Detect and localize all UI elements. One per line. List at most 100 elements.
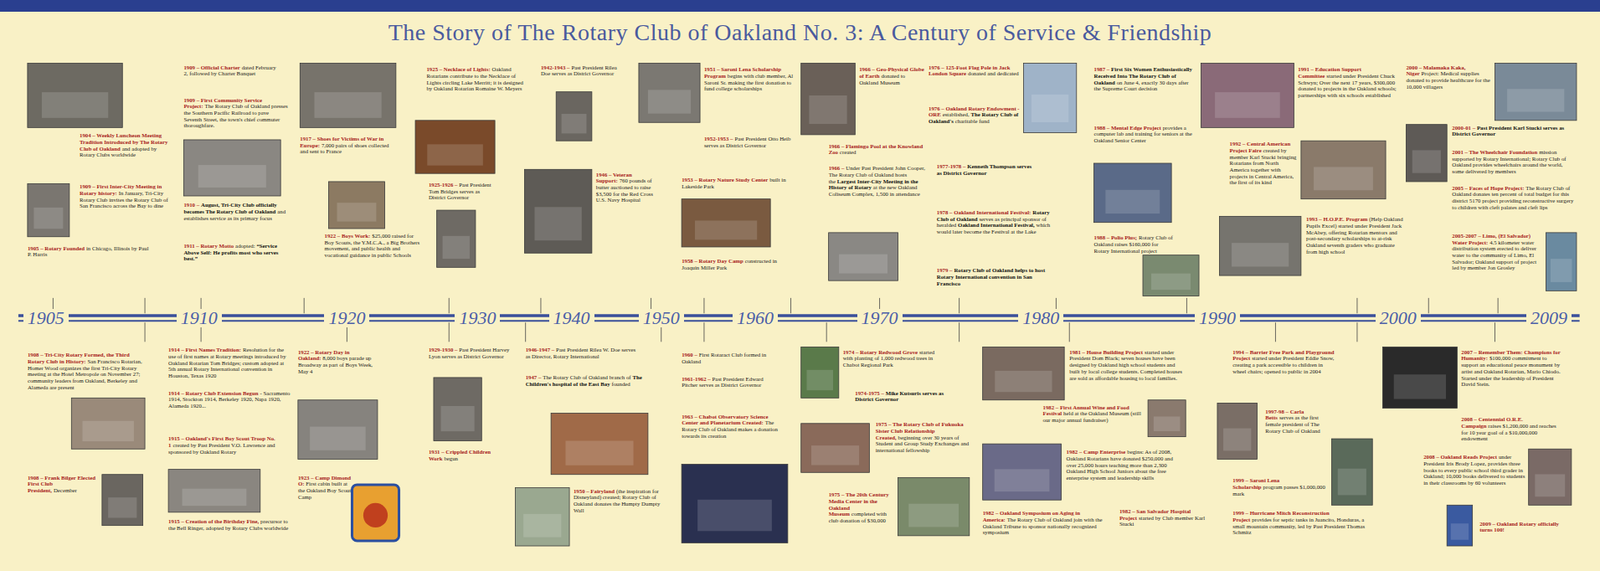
decade-label: 1990 [1194,308,1240,328]
photo-frame [1219,216,1302,276]
photo [1446,504,1472,546]
entry-heading: 1961-1962 – [681,375,711,382]
entry-heading: 1953 – Rotary Nature Study Center [681,176,768,183]
timeline-entry: 1997-98 – Carla Bettsserves as the first… [1265,408,1331,435]
photo-detail [41,92,109,119]
photo-detail [1313,166,1374,191]
photo-detail [1153,416,1181,432]
timeline-entry: 1977-1978 –Kenneth Thompson serves as Di… [936,163,1035,176]
photo [982,443,1062,500]
photo-detail [198,164,267,188]
photo-detail [1450,523,1469,541]
entry-emphasis: Oakland International Festival, [957,221,1035,228]
photo-frame [681,199,771,247]
timeline-entry: 1975 – The Rotary Club of Fukuoka Sister… [875,421,978,453]
entry-heading: 1952-1953 – [704,135,734,142]
leader-line [448,298,450,314]
entry-text: begun [443,455,458,462]
leader-line [826,322,828,342]
photo [898,477,970,536]
photo-frame [298,400,378,460]
photo-frame [183,139,281,196]
photo [524,169,592,253]
photo [1301,140,1386,199]
photo [437,210,476,268]
entry-heading: 1950 – Fairyland [573,488,615,494]
timeline-entry: 1961-1962 –Past President Edward Pitcher… [681,375,774,389]
photo [801,423,870,474]
timeline-entry: 2000-01 –Past President Karl Stucki serv… [1451,124,1564,138]
leader-line [1497,298,1499,314]
photo-detail [313,92,381,119]
photo-frame [1147,400,1186,438]
timeline-entry: 2008 – Oakland Reads Projectunder Presid… [1423,453,1526,486]
entry-heading: 2008 – Oakland Reads Project [1423,453,1498,460]
entry-text: donated and dedicated [967,70,1019,77]
decade-label: 1930 [454,308,500,328]
entry-heading: 1905 – Rotary Founded [27,245,85,252]
photo-detail [994,468,1050,492]
entry-heading: 1981 – House Building Project [1069,349,1143,355]
timeline-entry: 1982 – First Annual Wine and Food Festiv… [1043,404,1146,424]
photo [27,63,123,129]
photo [828,232,899,281]
timeline-entry: 1960 –First Rotaract Club formed in Oakl… [681,351,774,365]
photo-detail [1223,428,1251,452]
entry-text: adopted: [235,242,255,249]
timeline-entry: 1992 – Central American Project Fairecre… [1229,140,1300,186]
photo [801,346,839,398]
timeline-entry: 1904 – Weekly Luncheon Meeting Tradition… [79,132,174,159]
timeline-entry: 1914 – Rotary Club Extension Begun- Sacr… [168,390,291,410]
timeline-entry: 1974-1975 –Mike Kutsuris serves as Distr… [854,390,949,403]
timeline-entry: 1975 – The 20th Century Media Center in … [828,491,895,524]
entry-heading: 1988 – Mental Edge Project [1094,124,1162,131]
photo-detail [648,89,691,114]
photo-detail [811,445,860,465]
photo-frame [555,92,592,142]
photo-detail [994,370,1052,392]
timeline-entry: 2000 – Malamaka Kaka, NigerProject: Medi… [1405,64,1493,91]
entry-heading: 1946-1947 – [525,346,556,353]
timeline-entry: 1981 – House Building Projectstarted und… [1069,349,1184,381]
entry-heading: 1966 – [828,164,845,171]
timeline-entry: 1922 – Rotary Day in Oakland:8,000 boys … [298,349,382,376]
photo [1494,63,1577,121]
photo-detail [1151,273,1191,291]
photo-frame [638,63,700,124]
photo [1217,402,1258,459]
photo-frame [415,120,495,174]
leader-line [144,298,146,314]
timeline-entry: 1987 –First Six Women Enthusiastically R… [1094,66,1197,93]
timeline-entry: 1910 –August, Tri-City Club officially b… [183,201,288,222]
photo-frame [982,443,1062,500]
leader-line [1356,322,1358,342]
photo-detail [565,441,633,466]
decade-label: 1980 [1018,308,1064,328]
photo [1382,346,1457,408]
photo-detail [908,504,959,528]
timeline-entry: 1976 – 125-Foot Flag Pole in Jack London… [928,64,1021,78]
timeline-line [18,313,1580,318]
entry-heading: 1988 – Polio Plus; [1094,234,1138,241]
entry-heading: 1925-1926 – [428,181,458,188]
photo [638,63,700,124]
photo-detail [441,406,475,432]
decade-label: 2000 [1375,308,1421,328]
timeline-entry: 1909 – Official Charterdated February 2,… [183,64,281,78]
entry-heading: 1960 – [681,351,698,358]
timeline-entry: 1915 – Oakland's First Boy Scout Troop N… [168,435,296,455]
photo-frame [1094,163,1173,223]
timeline-entry: 1942-1943 –Past President Rilea Doe serv… [540,64,628,78]
timeline-entry: 1982 – Camp Enterprisebegins: As of 2008… [1066,448,1178,481]
photo [1142,255,1199,297]
timeline-entry: 1923 – Camp Dimond O:First cabin built a… [298,474,351,501]
entry-heading: 1963 – Chabot Observatory Science Center… [681,413,768,427]
photo [681,199,771,247]
timeline-entry: 1966 – Geo-Physical Globe of Earthdonate… [859,66,925,86]
entry-heading: 2005 – Faces of Hope Project: [1451,185,1524,191]
leader-line [958,298,960,314]
entry-heading: 1914 – First Names Tradition: [168,346,242,353]
photo-detail [309,427,366,451]
photo-detail [1214,92,1281,119]
